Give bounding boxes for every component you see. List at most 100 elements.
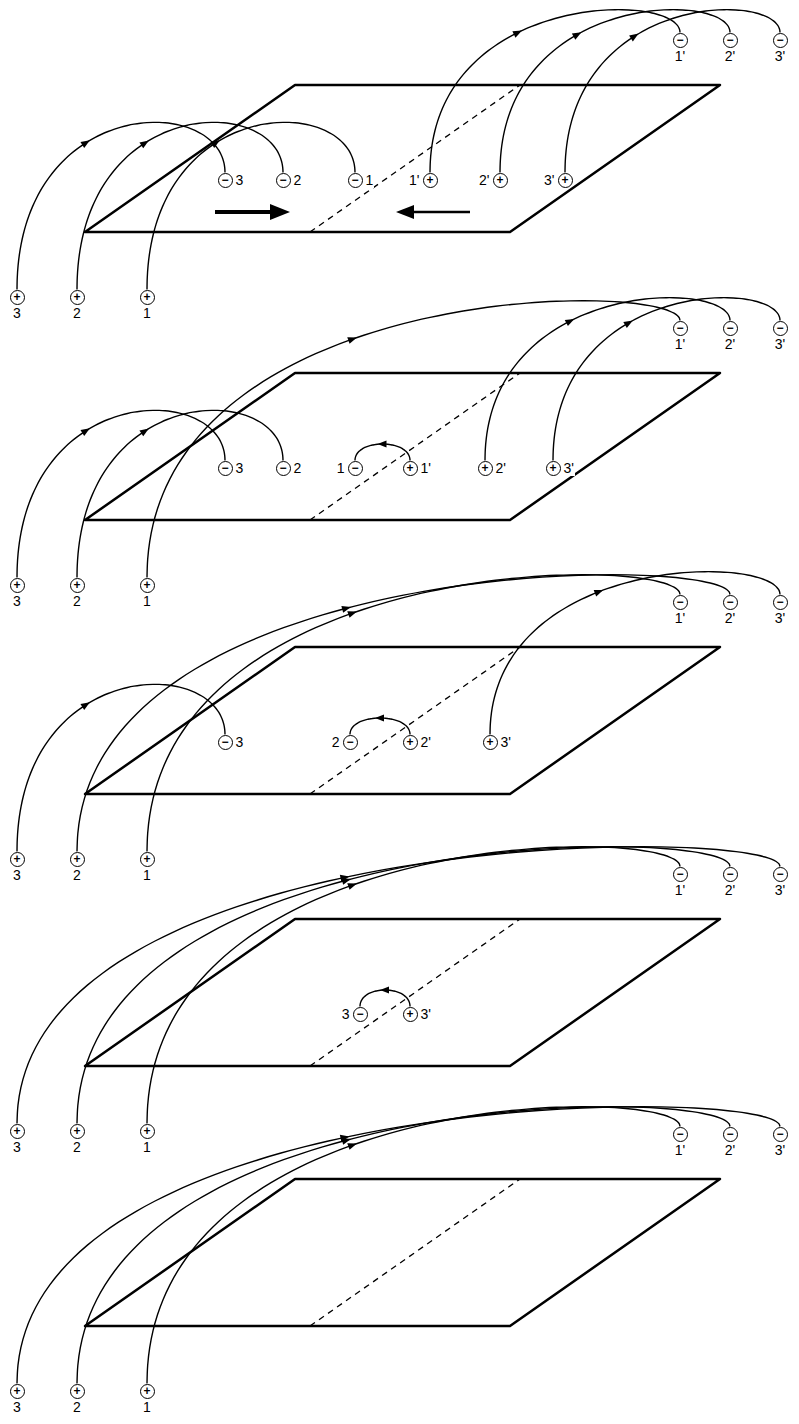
charge-label: 2 (72, 868, 82, 883)
field-line-path (77, 122, 283, 289)
charge-sign: − (673, 595, 688, 610)
field-line (355, 441, 410, 461)
flow-arrows (215, 204, 470, 220)
field-line (485, 298, 730, 461)
charge-label: 3 (235, 461, 245, 476)
plane (85, 85, 720, 232)
charge: −1' (673, 867, 688, 898)
charge-label: 3 (12, 306, 22, 321)
charge: +2' (403, 735, 432, 750)
neutral-line (310, 919, 520, 1066)
charge-sign: + (140, 290, 155, 305)
charge: −2 (331, 735, 358, 750)
field-line-path (147, 575, 680, 852)
field-line-path (147, 1107, 680, 1384)
charge-sign: + (70, 1384, 85, 1399)
charge-label: 2' (495, 461, 507, 476)
arrowhead (380, 987, 389, 994)
charge-sign: + (140, 1384, 155, 1399)
charge-label: 3 (12, 594, 22, 609)
charge-sign: − (773, 33, 788, 48)
charge-label: 2 (293, 461, 303, 476)
charge-sign: − (673, 33, 688, 48)
field-line-path (565, 10, 780, 173)
field-line (147, 575, 680, 852)
field-line-path (350, 718, 410, 735)
charge-sign: − (218, 461, 233, 476)
field-line (147, 847, 680, 1124)
charge-label: 1 (142, 306, 152, 321)
charge: +3' (543, 173, 572, 188)
flow-arrowhead (270, 204, 290, 220)
field-line-path (360, 990, 410, 1007)
charge: +3 (10, 290, 25, 321)
charge-sign: + (140, 852, 155, 867)
field-line (77, 1107, 730, 1384)
arrowhead (594, 590, 604, 597)
charge: −1' (673, 595, 688, 626)
charge-label: 1' (674, 49, 686, 64)
charge-sign: − (773, 321, 788, 336)
arrowhead (347, 611, 357, 618)
charge: +3' (403, 1007, 432, 1022)
charge-label: 1 (142, 594, 152, 609)
charge-sign: + (478, 461, 493, 476)
charge-label: 3 (235, 735, 245, 750)
charge: +2 (70, 1124, 85, 1155)
charge-label: 1 (365, 173, 375, 188)
charge-sign: − (723, 595, 738, 610)
field-line (17, 847, 780, 1124)
neutral-line (310, 1179, 520, 1326)
charge-label: 2 (331, 735, 341, 750)
charge-sign: + (493, 173, 508, 188)
charge: −3 (218, 173, 245, 188)
charge: +1 (140, 852, 155, 883)
charge-label: 2' (724, 337, 736, 352)
field-line-path (553, 298, 780, 461)
arrowhead (512, 31, 522, 38)
arrowhead (347, 883, 357, 890)
charge: +3 (10, 1384, 25, 1415)
charge-sign: + (10, 290, 25, 305)
charge-sign: + (403, 735, 418, 750)
charge: +1 (140, 1124, 155, 1155)
flow-arrow (412, 211, 470, 214)
charge: −2 (276, 461, 303, 476)
charge-sign: − (723, 33, 738, 48)
field-line (17, 122, 225, 289)
charge-sign: + (70, 578, 85, 593)
charge-sign: + (10, 1384, 25, 1399)
charge: +2 (70, 290, 85, 321)
charge-sign: − (348, 461, 363, 476)
charge-label: 1' (674, 883, 686, 898)
charge: +2 (70, 578, 85, 609)
charge-label: 3' (774, 1143, 786, 1158)
arrowhead (565, 319, 575, 326)
field-line-path (430, 10, 680, 173)
charge-sign: − (348, 173, 363, 188)
charge-sign: + (70, 290, 85, 305)
charge: −1 (336, 461, 363, 476)
charge: +2' (478, 461, 507, 476)
charge-sign: − (773, 1127, 788, 1142)
charge-sign: + (10, 578, 25, 593)
charge: +1 (140, 1384, 155, 1415)
charge-label: 1 (142, 1400, 152, 1415)
charge-label: 2' (724, 1143, 736, 1158)
charge: −2' (723, 33, 738, 64)
charge: −1' (673, 321, 688, 352)
charge: −2' (723, 321, 738, 352)
plane (85, 1179, 720, 1326)
field-line-path (17, 847, 780, 1124)
charge: −3 (341, 1007, 368, 1022)
field-line-path (17, 1107, 780, 1384)
field-line (490, 572, 780, 735)
charge-label: 3' (774, 883, 786, 898)
field-line (147, 122, 355, 289)
charge-sign: − (276, 173, 291, 188)
field-line-path (500, 10, 730, 173)
charge: +1 (140, 578, 155, 609)
charge-label: 1' (420, 461, 432, 476)
field-line-path (77, 575, 730, 852)
